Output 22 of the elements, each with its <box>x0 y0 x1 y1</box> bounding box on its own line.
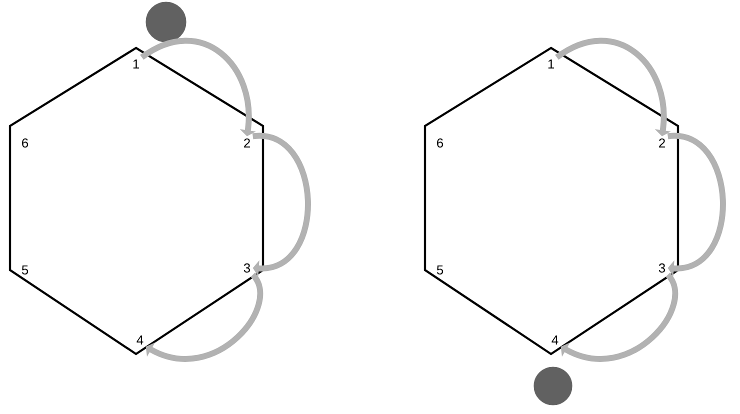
curved-arrow <box>668 133 726 277</box>
vertex-number: 3 <box>244 263 250 273</box>
vertex-number: 6 <box>22 138 28 148</box>
token-circle <box>146 2 186 42</box>
curved-arrow <box>146 273 264 362</box>
curved-arrow <box>140 38 256 136</box>
vertex-number: 4 <box>552 336 558 344</box>
vertex-number: 1 <box>548 60 554 68</box>
token-circle <box>534 366 572 406</box>
vertex-number: 1 <box>133 60 139 68</box>
vertex-number: 5 <box>22 265 28 275</box>
vertex-number: 4 <box>136 336 144 344</box>
hexagon <box>424 46 680 356</box>
hexagon <box>8 46 264 356</box>
vertex-number: 2 <box>244 138 250 148</box>
curved-arrow <box>252 133 311 277</box>
vertex-number: 2 <box>659 138 665 148</box>
curved-arrow <box>555 38 671 136</box>
vertex-number: 6 <box>437 138 444 148</box>
curved-arrow <box>560 273 678 362</box>
vertex-number: 5 <box>436 265 444 275</box>
vertex-number: 3 <box>658 263 666 273</box>
